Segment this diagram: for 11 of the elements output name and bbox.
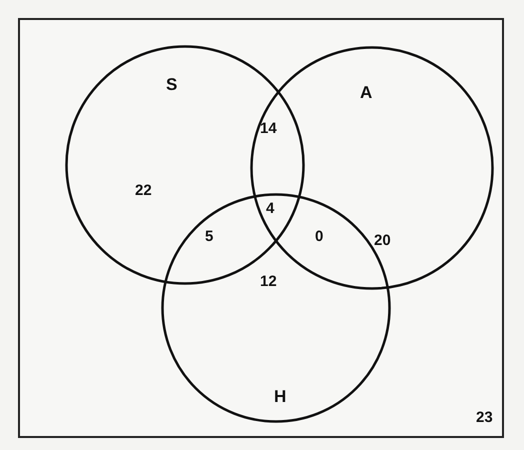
region-count: 12	[260, 274, 277, 289]
region-count: 5	[205, 229, 214, 244]
set-label: S	[166, 76, 178, 93]
region-count: 14	[260, 121, 277, 136]
region-count: 0	[315, 229, 324, 244]
region-count: 22	[135, 183, 152, 198]
region-count: 20	[374, 233, 391, 248]
region-count: 4	[266, 201, 274, 216]
set-label: H	[274, 388, 286, 405]
page-number: 23	[476, 410, 493, 425]
set-label: A	[360, 84, 372, 101]
